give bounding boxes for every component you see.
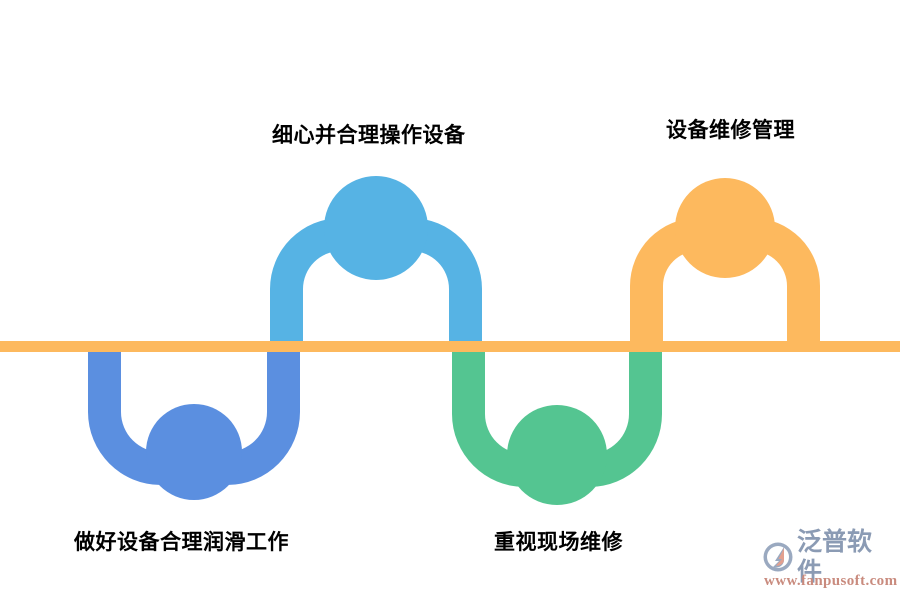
- watermark-brand-name: 泛普软件: [797, 528, 873, 586]
- node-arch-1: [88, 352, 300, 485]
- node-shape-2[interactable]: [270, 176, 482, 352]
- node-label-2: 细心并合理操作设备: [272, 124, 466, 147]
- watermark-logo-row: 泛普软件: [762, 528, 896, 586]
- node-circle-2: [324, 176, 428, 280]
- node-circle-1: [146, 404, 242, 500]
- node-shape-1[interactable]: [88, 352, 300, 500]
- node-circle-4: [675, 178, 775, 278]
- watermark-url: www.fanpusoft.com: [764, 573, 898, 589]
- node-label-3: 重视现场维修: [494, 531, 623, 554]
- node-label-1: 做好设备合理润滑工作: [74, 531, 289, 554]
- node-arch-4: [630, 218, 820, 352]
- node-label-4: 设备维修管理: [666, 119, 795, 142]
- node-shape-4[interactable]: [630, 178, 820, 352]
- node-circle-3: [507, 405, 607, 505]
- horizontal-axis-line: [0, 341, 900, 352]
- watermark-logo: 泛普软件 www.fanpusoft.com: [762, 528, 898, 596]
- node-arch-3: [452, 352, 662, 487]
- node-arch-2: [270, 218, 482, 352]
- fanpu-logo-icon: [763, 542, 793, 572]
- node-shape-3[interactable]: [452, 352, 662, 505]
